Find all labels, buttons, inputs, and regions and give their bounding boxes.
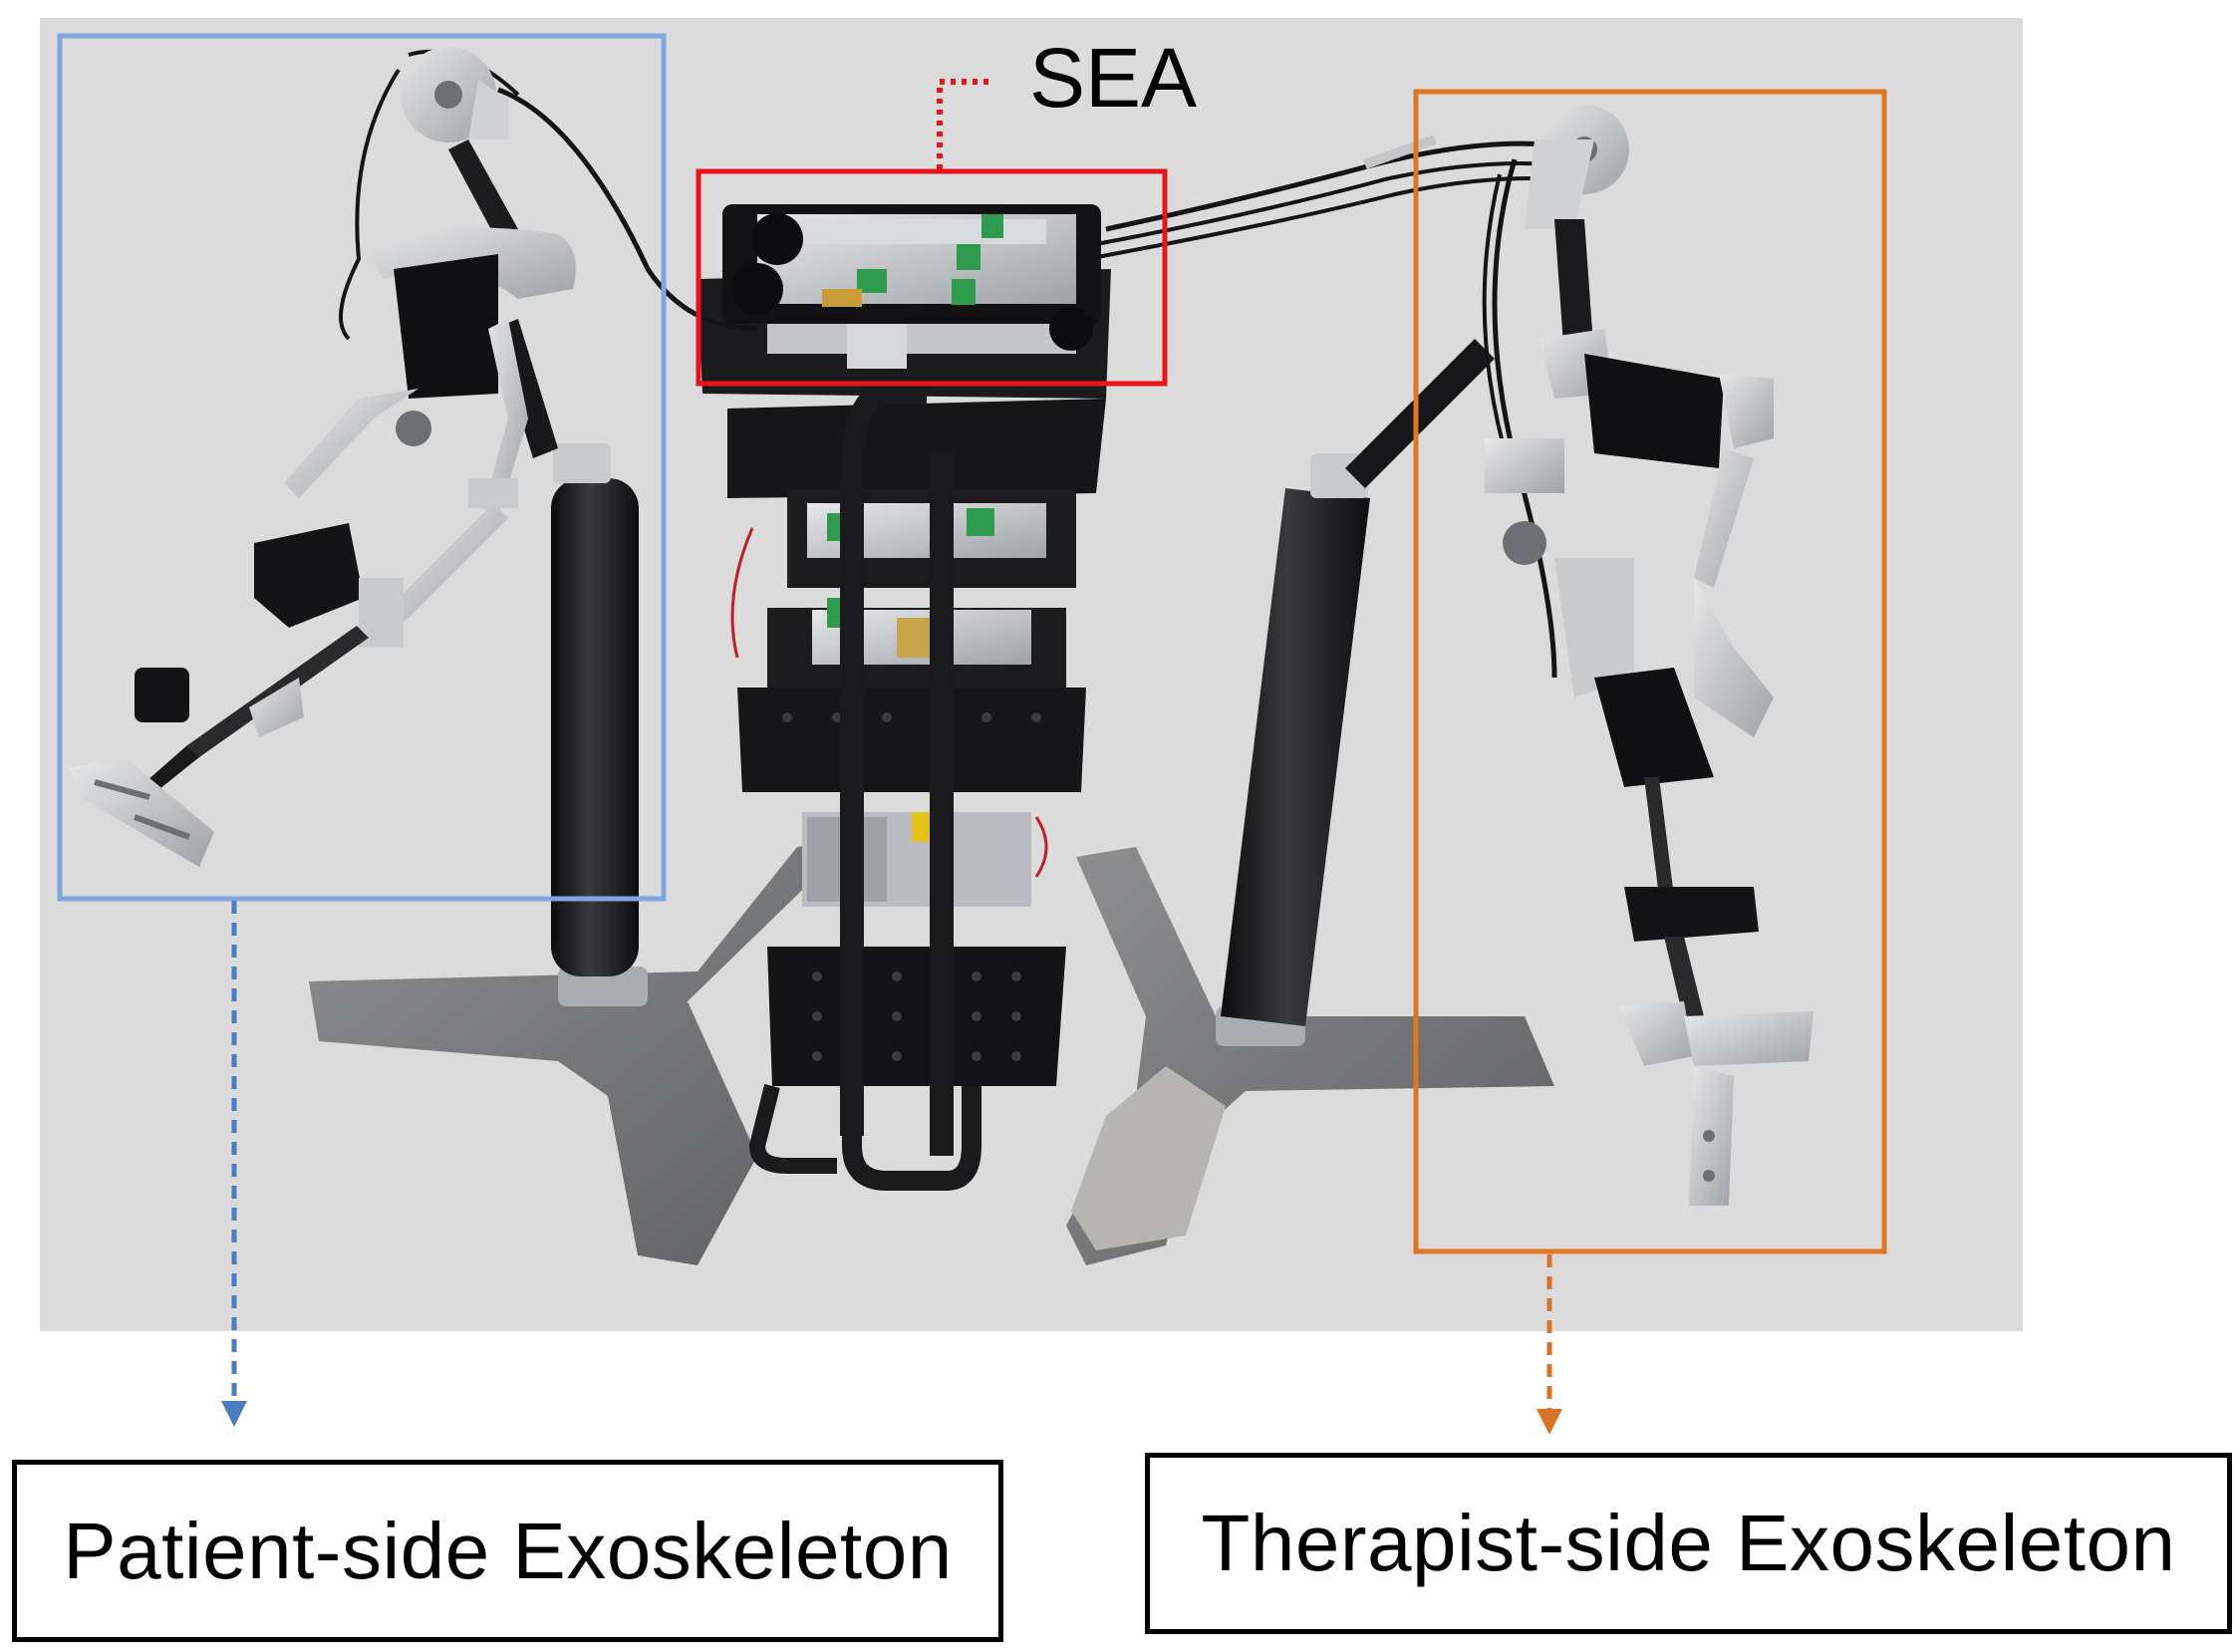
therapist-side-arrow bbox=[1537, 1254, 1562, 1435]
therapist-exoskeleton bbox=[1482, 105, 1814, 1206]
patient-side-label-box: Patient-side Exoskeleton bbox=[12, 1460, 1003, 1642]
sea-label: SEA bbox=[1029, 31, 1198, 125]
therapist-side-highlight-box bbox=[1413, 89, 1887, 1254]
therapist-side-label: Therapist-side Exoskeleton bbox=[1201, 1499, 2176, 1587]
patient-side-highlight-box bbox=[57, 33, 667, 902]
base-plates bbox=[309, 837, 1554, 1265]
central-cart bbox=[698, 204, 1111, 1191]
patient-side-label: Patient-side Exoskeleton bbox=[63, 1506, 953, 1595]
bowden-cables bbox=[408, 49, 1565, 332]
patient-exoskeleton bbox=[70, 47, 576, 867]
right-support-pole bbox=[1216, 339, 1495, 1046]
sea-highlight-box bbox=[696, 168, 1168, 387]
therapist-side-label-box: Therapist-side Exoskeleton bbox=[1145, 1453, 2232, 1634]
sea-callout-leader bbox=[937, 79, 992, 169]
patient-side-arrow bbox=[221, 901, 247, 1427]
